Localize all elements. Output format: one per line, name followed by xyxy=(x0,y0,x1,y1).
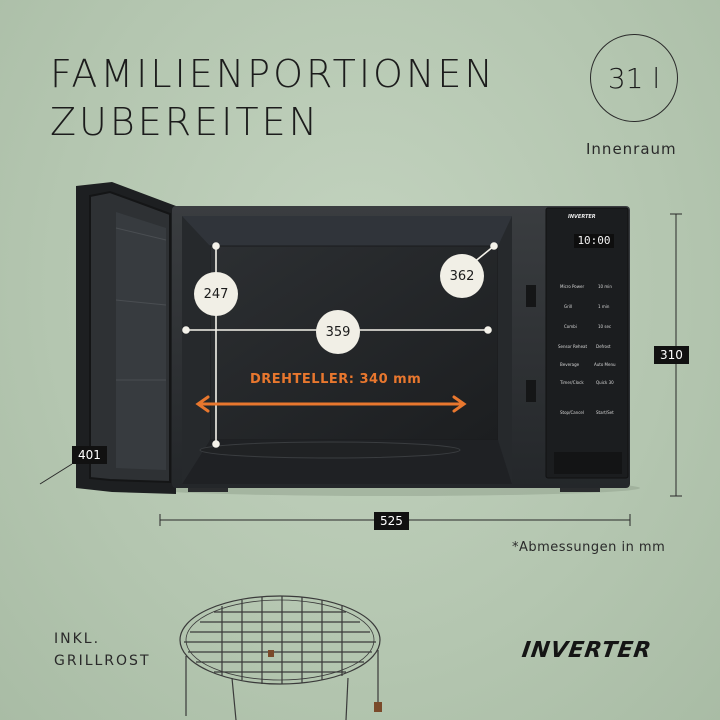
dimensions-note: *Abmessungen in mm xyxy=(512,540,666,555)
width-tag: 525 xyxy=(374,512,409,530)
headline-line-2: ZUBEREITEN xyxy=(50,100,321,144)
panel-button-auto-menu[interactable]: Auto Menu xyxy=(594,362,616,367)
panel-button-beverage[interactable]: Beverage xyxy=(560,362,580,367)
interior-width-value: 359 xyxy=(325,324,351,340)
interior-depth-value: 362 xyxy=(449,268,475,284)
turntable xyxy=(199,441,461,459)
panel-button-grill[interactable]: Grill xyxy=(564,304,573,309)
panel-button-start-set[interactable]: Start/Set xyxy=(596,410,614,415)
panel-button-1min[interactable]: 1 min xyxy=(598,304,610,309)
panel-button-timer-clock[interactable]: Timer/Clock xyxy=(560,380,584,385)
inverter-logo: INVERTER xyxy=(520,638,654,663)
open-door xyxy=(76,182,176,494)
panel-button-stop-cancel[interactable]: Stop/Cancel xyxy=(560,410,584,415)
panel-button-quick30[interactable]: Quick 30 xyxy=(596,380,614,385)
interior-width-bubble: 359 xyxy=(316,310,360,354)
height-tag: 310 xyxy=(654,346,689,364)
interior-height-value: 247 xyxy=(203,286,229,302)
panel-button-sensor-reheat[interactable]: Sensor Reheat xyxy=(558,344,588,349)
volume-label: Innenraum xyxy=(586,140,677,158)
depth-tag: 401 xyxy=(72,446,107,464)
panel-button-combi[interactable]: Combi xyxy=(564,324,577,329)
panel-brand: INVERTER xyxy=(568,214,596,220)
accessory-line-2: GRILLROST xyxy=(54,653,151,669)
headline-line-1: FAMILIENPORTIONEN xyxy=(50,52,496,96)
interior-height-bubble: 247 xyxy=(194,272,238,316)
panel-button-defrost[interactable]: Defrost xyxy=(596,344,611,349)
accessory-line-1: INKL. xyxy=(54,631,101,647)
panel-button-10min[interactable]: 10 min xyxy=(598,284,612,289)
panel-button-10sec[interactable]: 10 sec xyxy=(598,324,612,329)
interior-depth-bubble: 362 xyxy=(440,254,484,298)
turntable-label: DREHTELLER: 340 mm xyxy=(250,372,422,387)
volume-badge: 31 l xyxy=(590,34,678,122)
headline: FAMILIENPORTIONEN ZUBEREITEN xyxy=(50,50,496,146)
volume-value: 31 l xyxy=(607,61,661,95)
control-panel xyxy=(545,207,629,479)
turntable-arrow xyxy=(195,395,467,413)
grill-rack-illustration xyxy=(179,595,381,720)
accessory-label: INKL. GRILLROST xyxy=(54,628,151,672)
panel-clock: 10:00 xyxy=(574,234,614,248)
panel-button-micro-power[interactable]: Micro Power xyxy=(560,284,585,289)
